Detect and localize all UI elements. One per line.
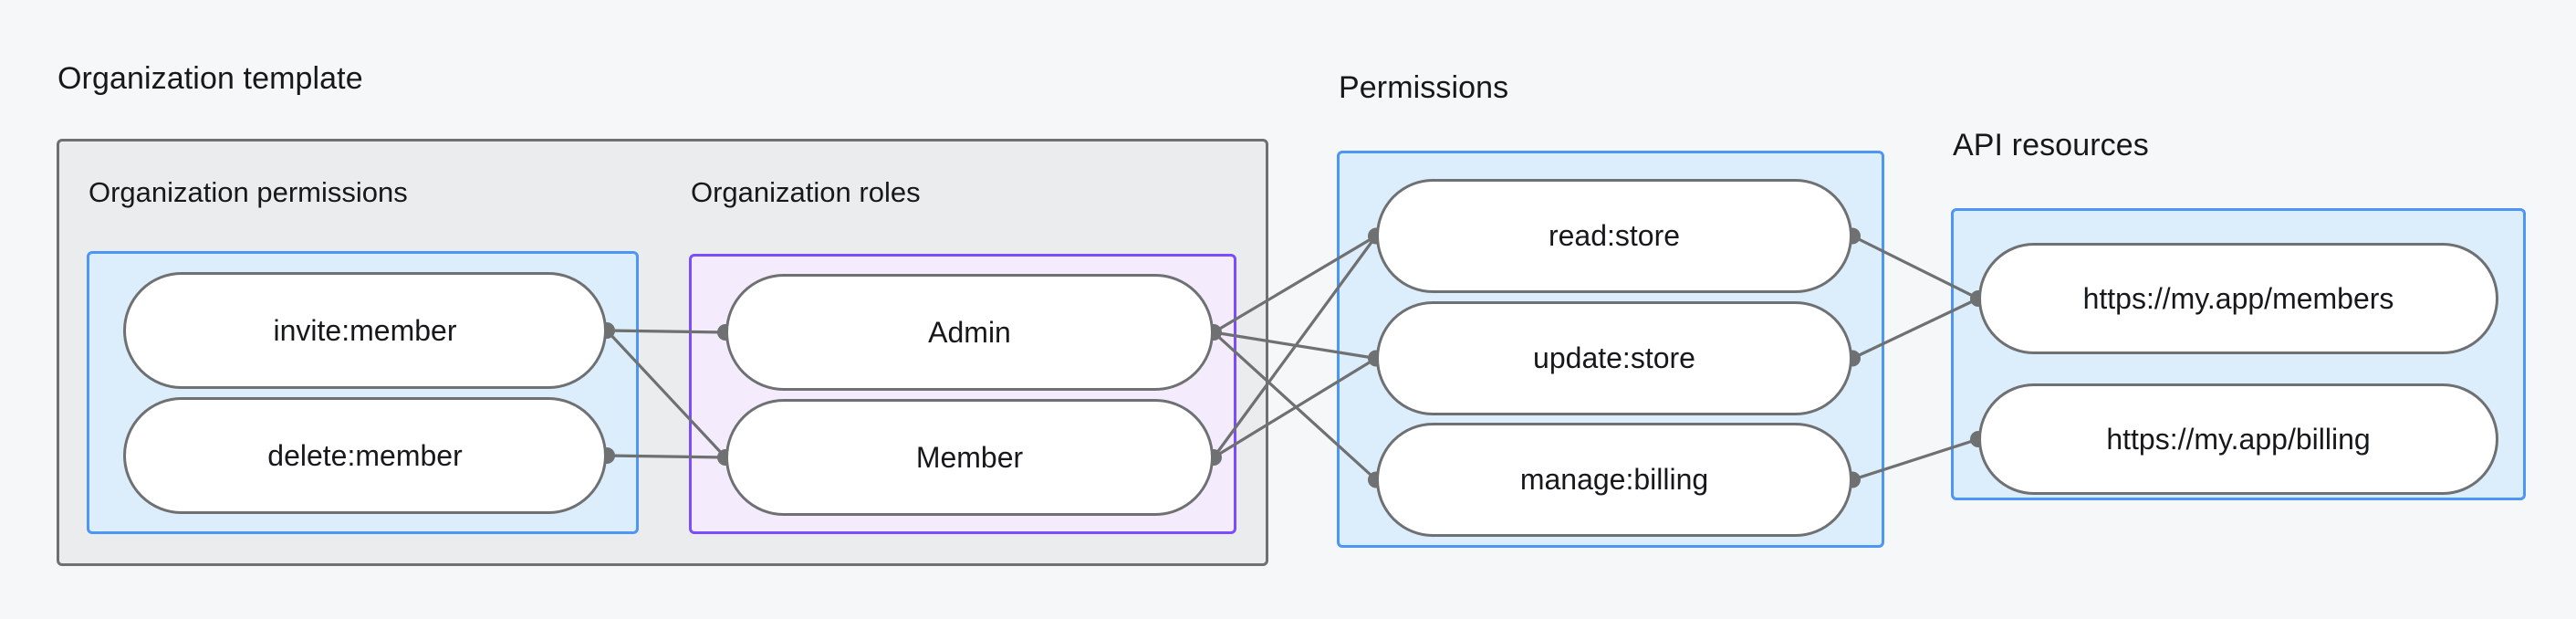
node-invite-member[interactable]: invite:member [123, 272, 607, 389]
node-member[interactable]: Member [725, 399, 1214, 516]
node-read-store[interactable]: read:store [1376, 179, 1852, 293]
node-billing-url[interactable]: https://my.app/billing [1978, 383, 2498, 495]
node-delete-member[interactable]: delete:member [123, 397, 607, 514]
node-manage-billing[interactable]: manage:billing [1376, 423, 1852, 537]
permissions-title: Permissions [1339, 70, 1509, 105]
node-update-store[interactable]: update:store [1376, 301, 1852, 415]
organization-roles-label: Organization roles [691, 176, 921, 208]
node-members-url[interactable]: https://my.app/members [1978, 243, 2498, 354]
organization-permissions-label: Organization permissions [89, 176, 408, 208]
node-admin[interactable]: Admin [725, 274, 1214, 391]
api-resources-title: API resources [1953, 128, 2149, 163]
organization-template-title: Organization template [57, 61, 363, 96]
